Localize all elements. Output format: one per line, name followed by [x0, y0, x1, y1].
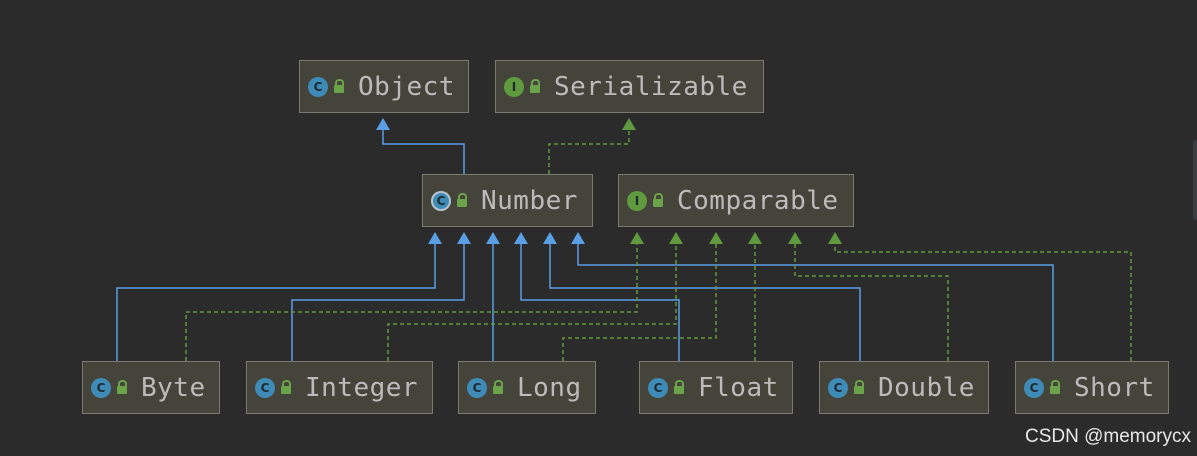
edge-line	[520, 242, 680, 361]
interface-icon: I	[504, 76, 524, 97]
node-long[interactable]: C Long	[458, 361, 596, 414]
edge-short-number	[571, 232, 1054, 361]
public-lock-icon	[334, 78, 344, 93]
edge-line	[291, 242, 465, 361]
edge-double-comparable	[788, 232, 949, 361]
watermark: CSDN @memorycx	[1024, 426, 1191, 447]
edge-byte-number	[116, 232, 442, 361]
edge-arrowhead	[486, 232, 500, 244]
public-lock-icon	[457, 192, 467, 207]
node-label: Serializable	[554, 71, 748, 102]
final-class-icon: C	[467, 377, 487, 398]
scrollbar[interactable]	[1193, 140, 1197, 220]
public-lock-icon	[530, 78, 540, 93]
node-float[interactable]: C Float	[639, 361, 793, 414]
edge-line	[834, 242, 1132, 361]
node-byte[interactable]: C Byte	[82, 361, 220, 414]
node-short[interactable]: C Short	[1015, 361, 1169, 414]
edge-double-number	[543, 232, 861, 361]
edge-arrowhead	[543, 232, 557, 244]
edge-long-number	[486, 232, 500, 361]
edge-arrowhead	[788, 232, 802, 244]
public-lock-icon	[653, 192, 663, 207]
edge-arrowhead	[748, 232, 762, 244]
edge-line	[794, 242, 949, 361]
public-lock-icon	[854, 379, 864, 394]
node-label: Short	[1074, 372, 1155, 403]
edge-arrowhead	[376, 118, 390, 130]
edge-float-number	[514, 232, 680, 361]
node-double[interactable]: C Double	[819, 361, 989, 414]
edge-byte-comparable	[185, 232, 644, 361]
edge-line	[562, 242, 717, 361]
edge-line	[116, 242, 436, 361]
public-lock-icon	[117, 379, 127, 394]
public-lock-icon	[1050, 379, 1060, 394]
public-lock-icon	[281, 379, 291, 394]
interface-icon: I	[627, 190, 647, 211]
node-label: Long	[517, 372, 582, 403]
class-icon: C	[308, 76, 328, 97]
edge-line	[548, 128, 630, 174]
edge-layer	[116, 118, 1132, 361]
final-class-icon: C	[255, 377, 275, 398]
final-class-icon: C	[1024, 377, 1044, 398]
edge-integer-comparable	[387, 232, 683, 361]
edge-line	[387, 242, 677, 361]
edge-arrowhead	[630, 232, 644, 244]
node-number[interactable]: C Number	[422, 174, 593, 227]
node-label: Byte	[141, 372, 206, 403]
abstract-class-icon: C	[431, 190, 451, 211]
edge-line	[382, 128, 465, 174]
final-class-icon: C	[648, 377, 668, 398]
edge-short-comparable	[828, 232, 1132, 361]
edge-arrowhead	[622, 118, 636, 130]
node-label: Integer	[305, 372, 419, 403]
edge-line	[577, 242, 1054, 361]
edge-integer-number	[291, 232, 471, 361]
node-label: Object	[358, 71, 455, 102]
edge-float-comparable	[748, 232, 762, 361]
node-label: Double	[878, 372, 975, 403]
edge-number-serializable	[548, 118, 636, 174]
edge-line	[185, 242, 638, 361]
edge-arrowhead	[428, 232, 442, 244]
final-class-icon: C	[828, 377, 848, 398]
edge-arrowhead	[709, 232, 723, 244]
node-comparable[interactable]: I Comparable	[618, 174, 854, 227]
node-object[interactable]: C Object	[299, 60, 469, 113]
node-integer[interactable]: C Integer	[246, 361, 433, 414]
edge-arrowhead	[669, 232, 683, 244]
edge-number-object	[376, 118, 465, 174]
edge-arrowhead	[514, 232, 528, 244]
node-label: Float	[698, 372, 779, 403]
edge-arrowhead	[457, 232, 471, 244]
public-lock-icon	[493, 379, 503, 394]
edge-arrowhead	[571, 232, 585, 244]
edge-line	[549, 242, 861, 361]
final-class-icon: C	[91, 377, 111, 398]
edge-long-comparable	[562, 232, 723, 361]
node-serializable[interactable]: I Serializable	[495, 60, 764, 113]
public-lock-icon	[674, 379, 684, 394]
node-label: Comparable	[677, 185, 839, 216]
node-label: Number	[481, 185, 578, 216]
edge-arrowhead	[828, 232, 842, 244]
